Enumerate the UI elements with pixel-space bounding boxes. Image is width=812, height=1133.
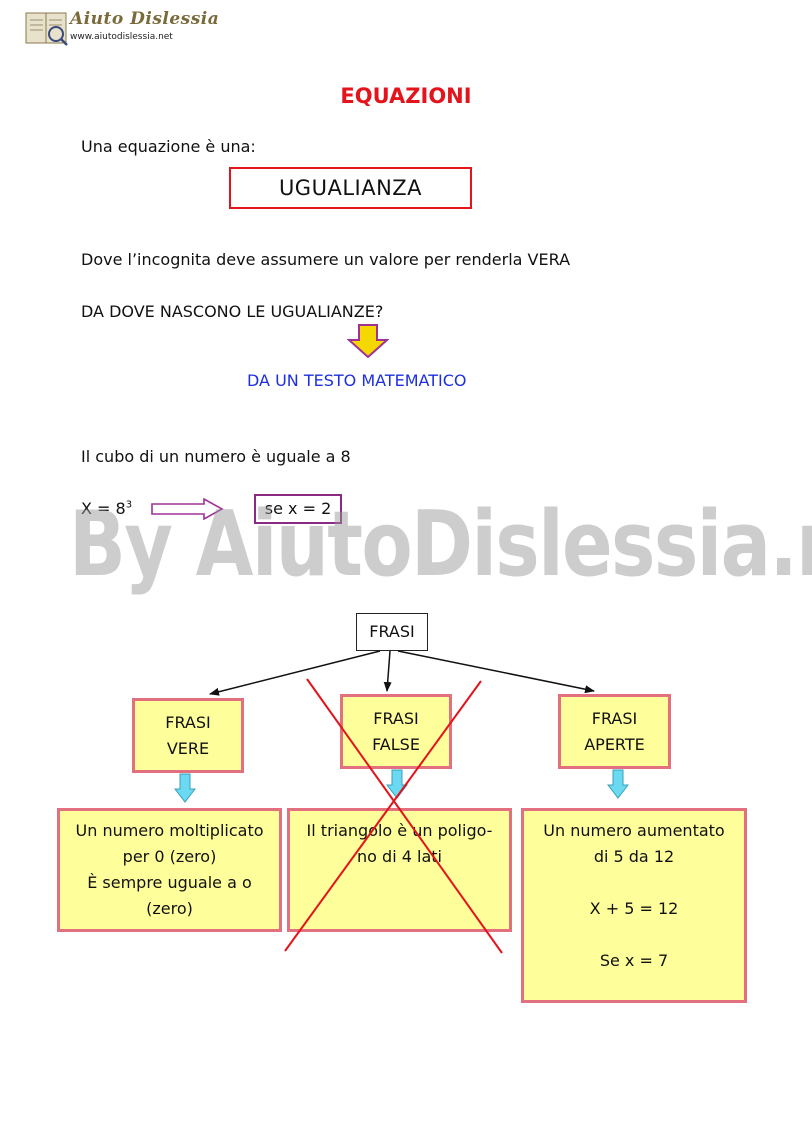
equation-base: X = 8 [81,499,126,518]
intro-text: Una equazione è una: [81,137,256,156]
category-false: FRASI FALSE [340,694,452,769]
category-false-line2: FALSE [372,734,420,754]
category-vere: FRASI VERE [132,698,244,773]
category-vere-line2: VERE [166,738,210,758]
category-vere-line1: FRASI [165,712,211,732]
example-vere-line: per 0 (zero) [122,847,217,866]
arrow-down-icon [347,324,389,358]
example-statement: Il cubo di un numero è uguale a 8 [81,447,351,466]
arrow-right-icon [151,498,224,520]
example-vere-line: È sempre uguale a o [87,873,252,892]
category-aperte-line2: APERTE [584,734,645,754]
solution-box: se x = 2 [254,494,342,524]
example-aperte-line: X + 5 = 12 [589,899,679,918]
book-icon [25,12,68,46]
connector-false [383,650,392,692]
root-box: FRASI [356,613,428,651]
page-title: EQUAZIONI [340,84,472,108]
example-aperte-line: Un numero aumentato [543,821,725,840]
example-vere-line: Un numero moltiplicato [75,821,264,840]
question-text: DA DOVE NASCONO LE UGUALIANZE? [81,302,384,321]
category-aperte-line1: FRASI [591,708,638,728]
example-aperte: Un numero aumentato di 5 da 12 X + 5 = 1… [521,808,747,1003]
logo-url: www.aiutodislessia.net [70,32,173,42]
arrow-down-icon [174,773,196,803]
example-vere: Un numero moltiplicato per 0 (zero) È se… [57,808,282,932]
equation-exponent: 3 [125,499,133,511]
site-logo [25,10,175,46]
equation: X = 83 [81,499,132,518]
example-aperte-line: di 5 da 12 [593,847,675,866]
example-false: Il triangolo è un poligo- no di 4 lati [287,808,512,932]
watermark: By AiutoDislessia.net [69,492,812,597]
condition-text: Dove l’incognita deve assumere un valore… [81,250,571,269]
example-false-line: Il triangolo è un poligo- [306,821,493,840]
answer-text: DA UN TESTO MATEMATICO [247,371,467,390]
example-aperte-line: Se x = 7 [599,951,669,970]
category-false-line1: FRASI [373,708,419,728]
connector-aperte [397,650,595,694]
example-false-line: no di 4 lati [357,847,442,866]
category-aperte: FRASI APERTE [558,694,671,769]
definition-box: UGUALIANZA [229,167,472,209]
connector-vere [209,650,381,696]
logo-title: Aiuto Dislessia [70,9,220,29]
arrow-down-icon [607,769,629,799]
example-vere-line: (zero) [146,899,193,918]
